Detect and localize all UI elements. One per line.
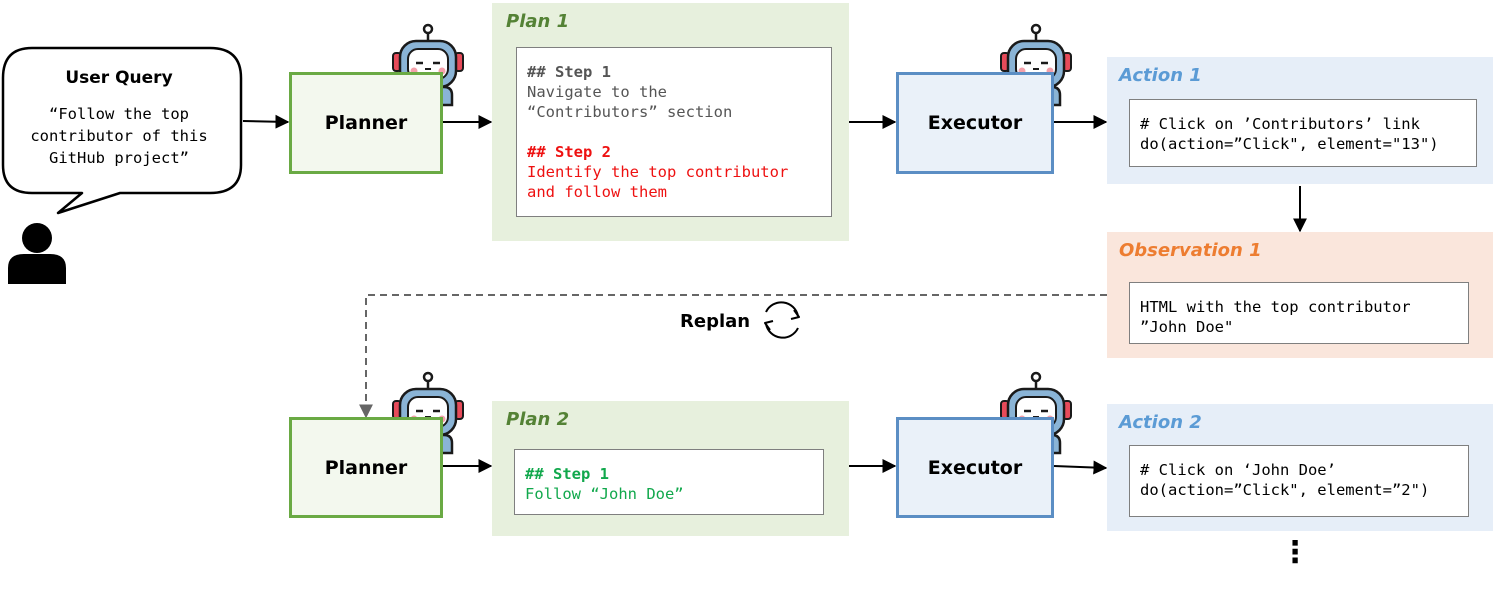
plan2-step1-line: Follow “John Doe” <box>525 485 684 503</box>
action1-title: Action 1 <box>1119 65 1202 86</box>
planner2-label: Planner <box>324 456 408 479</box>
action2-line: do(action=”Click", element=”2") <box>1140 481 1430 499</box>
plan2-title: Plan 2 <box>506 409 570 430</box>
user-avatar-icon <box>8 223 66 284</box>
arrow-executor2-to-action2 <box>1053 460 1108 475</box>
plan1-panel: Plan 1 ## Step 1 Navigate to the “Contri… <box>492 3 849 241</box>
user-query-title: User Query <box>65 68 173 88</box>
plan1-step1-line: “Contributors” section <box>527 103 733 121</box>
executor-box: Executor <box>896 72 1054 174</box>
planner-box: Planner <box>289 72 443 174</box>
user-query-line: GitHub project” <box>49 149 189 167</box>
plan2-step1-heading: ## Step 1 <box>525 465 609 483</box>
plan1-step2-line: Identify the top contributor <box>527 163 789 181</box>
plan2-panel: Plan 2 ## Step 1 Follow “John Doe” <box>492 401 849 536</box>
observation1-title: Observation 1 <box>1119 240 1262 261</box>
arrow-query-to-planner <box>242 114 290 129</box>
planner2-box: Planner <box>289 417 443 518</box>
observation1-line: HTML with the top contributor <box>1140 298 1411 316</box>
plan1-title: Plan 1 <box>506 11 570 32</box>
executor2-label: Executor <box>927 456 1023 479</box>
replan-label: Replan <box>680 311 751 332</box>
action2-panel: Action 2 # Click on ‘John Doe’ do(action… <box>1107 404 1493 531</box>
action2-title: Action 2 <box>1119 412 1202 433</box>
action1-codebox: # Click on ’Contributors’ link do(action… <box>1129 99 1477 167</box>
plan1-step2-heading: ## Step 2 <box>527 143 611 161</box>
action1-line: # Click on ’Contributors’ link <box>1140 115 1420 133</box>
action1-line: do(action=”Click", element="13") <box>1140 135 1439 153</box>
plan1-step1-line: Navigate to the <box>527 83 667 101</box>
plan2-codebox: ## Step 1 Follow “John Doe” <box>514 449 824 515</box>
user-query-line: contributor of this <box>30 127 208 145</box>
action2-codebox: # Click on ‘John Doe’ do(action=”Click",… <box>1129 445 1469 517</box>
executor-label: Executor <box>927 112 1023 134</box>
action2-line: # Click on ‘John Doe’ <box>1140 461 1336 479</box>
replan-dashed-arrow <box>359 294 1107 419</box>
user-query-line: “Follow the top <box>49 105 189 123</box>
user-query-text: “Follow the top contributor of this GitH… <box>8 103 230 169</box>
continuation-dots: ⋮ <box>1280 535 1310 570</box>
plan1-spacer <box>527 122 821 142</box>
plan1-step2-line: and follow them <box>527 183 667 201</box>
observation1-codebox: HTML with the top contributor ”John Doe" <box>1129 282 1469 344</box>
observation1-panel: Observation 1 HTML with the top contribu… <box>1107 232 1493 358</box>
plan1-codebox: ## Step 1 Navigate to the “Contributors”… <box>516 47 832 217</box>
planner-label: Planner <box>324 112 408 134</box>
observation1-line: ”John Doe" <box>1140 318 1234 336</box>
replan-cycle-icon <box>764 301 800 339</box>
action1-panel: Action 1 # Click on ’Contributors’ link … <box>1107 57 1493 184</box>
plan1-step1-heading: ## Step 1 <box>527 63 611 81</box>
user-query-bubble <box>1 46 243 215</box>
executor2-box: Executor <box>896 417 1054 518</box>
